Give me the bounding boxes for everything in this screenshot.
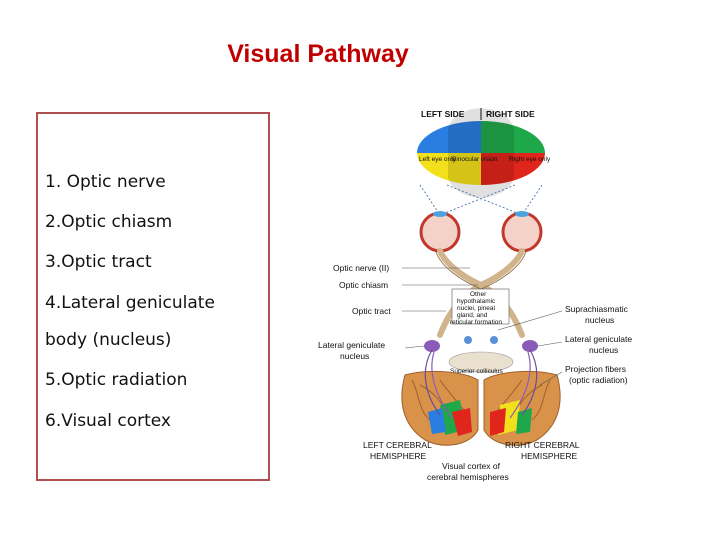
other-nuclei-label: gland, and (457, 312, 488, 319)
right-eye-only-label: Right eye only (509, 156, 551, 163)
right-side-label: RIGHT SIDE (486, 109, 535, 119)
other-nuclei-label: reticular formation (450, 319, 502, 326)
right-hemisphere (483, 370, 561, 446)
left-hemisphere-label: LEFT CEREBRAL (363, 440, 432, 450)
lgn-left-body (424, 340, 440, 352)
left-hemisphere-label: HEMISPHERE (370, 451, 427, 461)
visual-cortex-label: Visual cortex of (442, 461, 501, 471)
field-projection-lines (419, 184, 543, 216)
optic-chiasm-label: Optic chiasm (339, 280, 388, 290)
right-hemisphere-label: RIGHT CEREBRAL (505, 440, 580, 450)
left-eye (419, 211, 461, 253)
list-item: 3.Optic tract (45, 252, 152, 272)
lgn-right-label: Lateral geniculate (565, 334, 632, 344)
left-eye-only-label: Left eye only (419, 156, 457, 163)
list-item: 5.Optic radiation (45, 370, 188, 390)
pathway-list-box: 1. Optic nerve 2.Optic chiasm 3.Optic tr… (36, 112, 270, 481)
list-item: 6.Visual cortex (45, 411, 171, 431)
lgn-left-label: nucleus (340, 351, 369, 361)
left-side-label: LEFT SIDE (421, 109, 465, 119)
other-nuclei-label: Other (470, 291, 487, 298)
page-title: Visual Pathway (227, 40, 409, 68)
left-hemisphere (401, 370, 479, 446)
other-nuclei-label: nuclei, pineal (457, 305, 495, 312)
lgn-right-label: nucleus (589, 345, 618, 355)
right-nucleus-dot (490, 336, 498, 344)
projection-fibers-label: (optic radiation) (569, 375, 628, 385)
optic-nerve-outline (435, 251, 527, 290)
binocular-vision-label: Binocular vision (452, 156, 498, 163)
visual-cortex-label: cerebral hemispheres (427, 472, 509, 482)
visual-field (417, 108, 545, 198)
optic-nerve-label: Optic nerve (II) (333, 263, 389, 273)
suprachiasmatic-label: nucleus (585, 315, 614, 325)
optic-tract-label: Optic tract (352, 306, 391, 316)
list-item: 4.Lateral geniculate (45, 293, 215, 313)
lgn-right-body (522, 340, 538, 352)
superior-colliculus-label: Superior colliculus (450, 368, 503, 375)
suprachiasmatic-label: Suprachiasmatic (565, 304, 629, 314)
right-eye (501, 211, 543, 253)
leader-lines (402, 267, 563, 386)
lgn-left-label: Lateral geniculate (318, 340, 385, 350)
visual-pathway-diagram: LEFT SIDE RIGHT SIDE Left eye only Binoc… (318, 108, 632, 482)
other-nuclei-label: hypothalamic (457, 298, 496, 305)
projection-fibers-label: Projection fibers (565, 364, 626, 374)
right-hemisphere-label: HEMISPHERE (521, 451, 578, 461)
list-item: 2.Optic chiasm (45, 212, 173, 232)
list-item: 1. Optic nerve (45, 172, 166, 192)
list-item: body (nucleus) (45, 330, 172, 350)
left-nucleus-dot (464, 336, 472, 344)
other-nuclei-box (451, 288, 510, 325)
optic-radiations (424, 349, 538, 419)
superior-colliculus (448, 351, 514, 373)
